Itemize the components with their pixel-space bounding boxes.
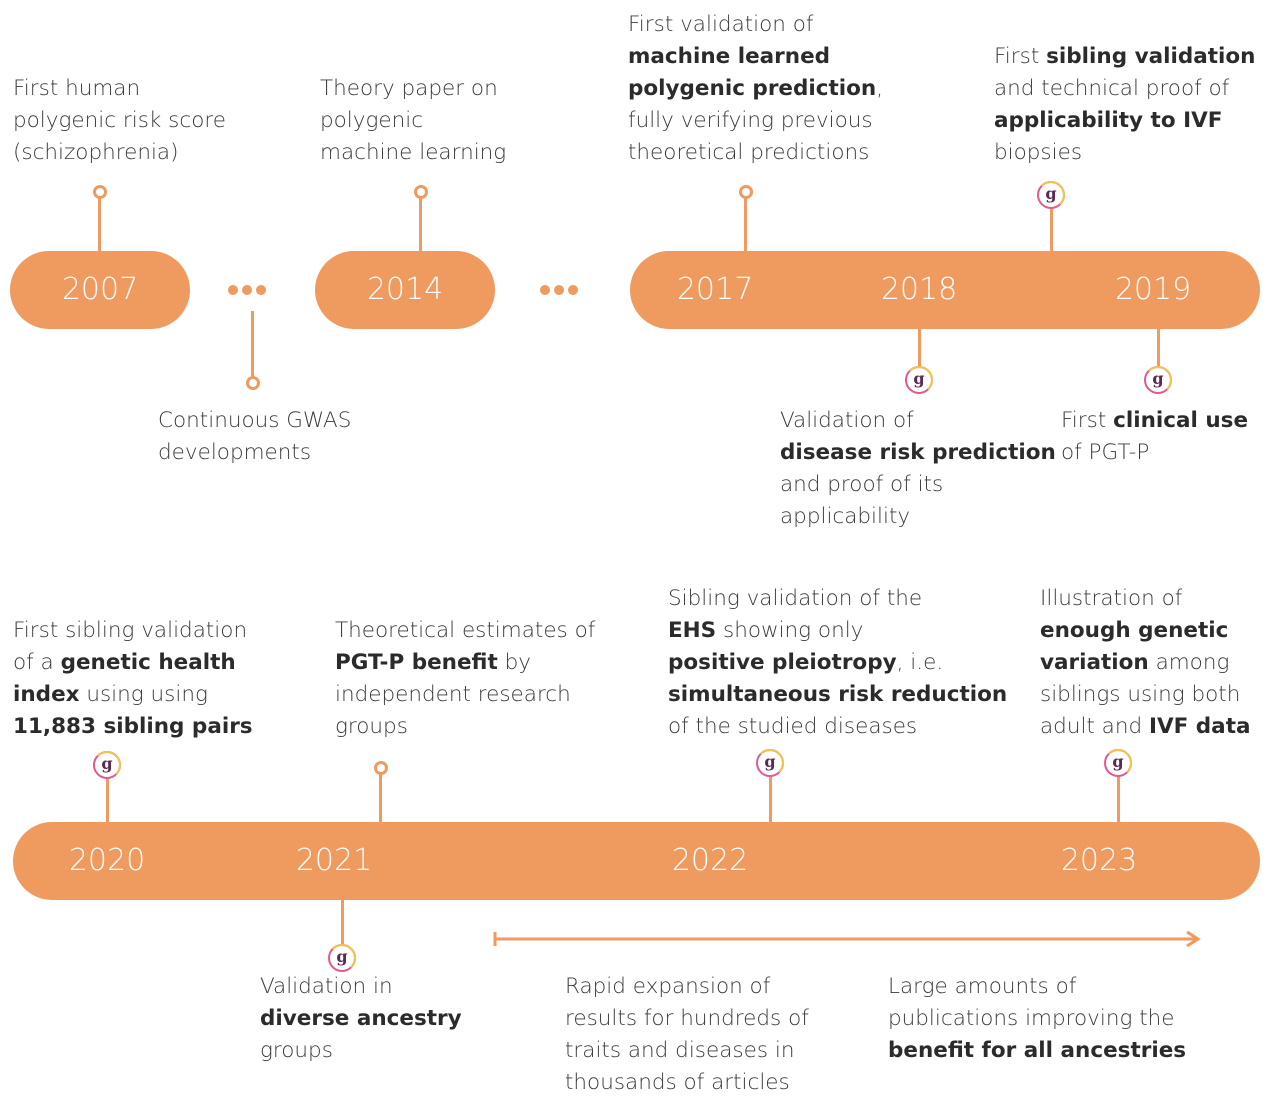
genomic-logo-icon: g [905, 366, 933, 394]
year-2020: 2020 [68, 843, 146, 878]
genomic-logo-icon: g [93, 751, 121, 779]
rapid-expansion-label: Rapid expansion of results for hundreds … [565, 974, 809, 1095]
connector-2021a [379, 773, 382, 824]
event-2019-label: First clinical use of PGT-P [1061, 408, 1249, 465]
connector-2021b [341, 898, 344, 944]
year-2022: 2022 [671, 843, 749, 878]
year-2023: 2023 [1060, 843, 1138, 878]
event-2021a-label: Theoretical estimates of PGT-P benefit b… [335, 618, 596, 739]
connector-2020 [106, 774, 109, 824]
marker-pin-2007 [93, 185, 107, 199]
genomic-logo-icon: g [1037, 181, 1065, 209]
ellipsis-dots-1 [228, 285, 266, 295]
year-2007: 2007 [61, 272, 139, 307]
event-gwas-label: Continuous GWAS developments [158, 408, 352, 465]
genomic-logo-icon: g [756, 749, 784, 777]
connector-2022 [769, 774, 772, 824]
event-2021b-label: Validation in diverse ancestry groups [260, 974, 462, 1063]
year-2014: 2014 [366, 272, 444, 307]
event-sibling-2018-label: First sibling validation and technical p… [994, 44, 1256, 165]
connector-2023 [1117, 774, 1120, 824]
marker-pin-2014 [414, 185, 428, 199]
year-2019: 2019 [1114, 272, 1192, 307]
connector-2014 [419, 195, 422, 253]
large-publications-label: Large amounts of publications improving … [888, 974, 1187, 1063]
marker-pin-2021 [374, 761, 388, 775]
connector-2007 [98, 195, 101, 253]
timeline-bar-2014 [315, 251, 495, 329]
timeline-bar-2007 [10, 251, 190, 329]
marker-pin-2017 [739, 185, 753, 199]
marker-pin-gwas [246, 376, 260, 390]
genomic-logo-icon: g [328, 944, 356, 972]
event-2007-label: First human polygenic risk score (schizo… [13, 76, 226, 165]
connector-sibling-2018 [1050, 205, 1053, 253]
connector-2017 [744, 195, 747, 253]
genomic-logo-icon: g [1104, 749, 1132, 777]
event-2014-label: Theory paper on polygenic machine learni… [320, 76, 507, 165]
connector-2019 [1157, 327, 1160, 369]
event-2017-label: First validation of machine learned poly… [628, 12, 884, 165]
year-2018: 2018 [880, 272, 958, 307]
range-arrow-line [493, 930, 1201, 948]
connector-gwas [251, 311, 254, 379]
year-2017: 2017 [676, 272, 754, 307]
event-2020-label: First sibling validation of a genetic he… [13, 618, 253, 739]
timeline-bar-2017-2019 [630, 251, 1260, 329]
year-2021: 2021 [295, 843, 373, 878]
event-2023-label: Illustration of enough genetic variation… [1040, 586, 1251, 739]
ellipsis-dots-2 [540, 285, 578, 295]
event-2022-label: Sibling validation of the EHS showing on… [668, 586, 1008, 739]
genomic-logo-icon: g [1144, 366, 1172, 394]
connector-2018 [918, 327, 921, 369]
event-2018-label: Validation of disease risk prediction an… [780, 408, 1056, 529]
timeline-bar-2020-2023 [13, 822, 1260, 900]
